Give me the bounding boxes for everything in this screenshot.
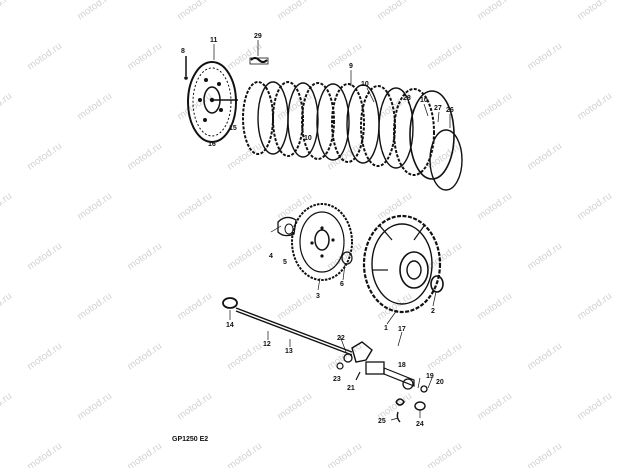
callout-1: 1 bbox=[384, 325, 388, 332]
callout-4: 4 bbox=[269, 253, 273, 260]
push-rod-assembly bbox=[222, 297, 428, 423]
callout-17: 17 bbox=[398, 326, 406, 333]
callout-22: 22 bbox=[337, 335, 345, 342]
watermark-text: motod.ru bbox=[75, 391, 114, 423]
watermark-text: motod.ru bbox=[0, 391, 14, 423]
watermark-text: motod.ru bbox=[475, 391, 514, 423]
watermark-text: motod.ru bbox=[375, 291, 414, 323]
watermark-text: motod.ru bbox=[425, 341, 464, 373]
watermark-text: motod.ru bbox=[25, 41, 64, 73]
watermark-text: motod.ru bbox=[425, 441, 464, 468]
callout-10a: 10 bbox=[361, 81, 369, 88]
callout-29: 29 bbox=[254, 33, 262, 40]
watermark-text: motod.ru bbox=[325, 441, 364, 468]
sleeve-hub-part bbox=[277, 203, 353, 281]
watermark-text: motod.ru bbox=[125, 441, 164, 468]
watermark-text: motod.ru bbox=[525, 241, 564, 273]
watermark-text: motod.ru bbox=[475, 0, 514, 22]
watermark-text: motod.ru bbox=[0, 191, 14, 223]
watermark-text: motod.ru bbox=[75, 291, 114, 323]
callout-20: 20 bbox=[436, 379, 444, 386]
watermark-text: motod.ru bbox=[125, 141, 164, 173]
callout-5: 5 bbox=[283, 259, 287, 266]
watermark-text: motod.ru bbox=[575, 91, 614, 123]
watermark-text: motod.ru bbox=[425, 41, 464, 73]
callout-13: 13 bbox=[285, 348, 293, 355]
callout-23: 23 bbox=[333, 376, 341, 383]
callout-27: 27 bbox=[434, 105, 442, 112]
watermark-text: motod.ru bbox=[175, 191, 214, 223]
callout-24: 24 bbox=[416, 421, 424, 428]
watermark-text: motod.ru bbox=[0, 0, 14, 22]
watermark-text: motod.ru bbox=[75, 191, 114, 223]
watermark-text: motod.ru bbox=[25, 141, 64, 173]
callout-11: 11 bbox=[210, 37, 218, 44]
callout-18: 18 bbox=[398, 362, 406, 369]
clutch-plate-stack bbox=[242, 81, 463, 191]
watermark-text: motod.ru bbox=[125, 241, 164, 273]
callout-10c: 10 bbox=[304, 135, 312, 142]
watermark-text: motod.ru bbox=[525, 41, 564, 73]
watermark-text: motod.ru bbox=[275, 291, 314, 323]
watermark-text: motod.ru bbox=[25, 441, 64, 468]
callout-15: 15 bbox=[229, 125, 237, 132]
watermark-text: motod.ru bbox=[225, 441, 264, 468]
callout-8: 8 bbox=[181, 48, 185, 55]
callout-26: 26 bbox=[446, 107, 454, 114]
callout-28: 28 bbox=[403, 95, 411, 102]
callout-2: 2 bbox=[431, 308, 435, 315]
watermark-text: motod.ru bbox=[375, 0, 414, 22]
watermark-text: motod.ru bbox=[275, 91, 314, 123]
callout-19: 19 bbox=[426, 373, 434, 380]
watermark-text: motod.ru bbox=[525, 341, 564, 373]
callout-21: 21 bbox=[347, 385, 355, 392]
callout-6: 6 bbox=[340, 281, 344, 288]
watermark-text: motod.ru bbox=[475, 191, 514, 223]
watermark-text: motod.ru bbox=[225, 141, 264, 173]
callout-12: 12 bbox=[263, 341, 271, 348]
watermark-text: motod.ru bbox=[575, 191, 614, 223]
clutch-housing-part bbox=[341, 214, 444, 314]
pressure-plate-part bbox=[184, 56, 238, 143]
watermark-text: motod.ru bbox=[475, 91, 514, 123]
callout-14: 14 bbox=[226, 322, 234, 329]
leader-lines bbox=[213, 40, 451, 421]
watermark-text: motod.ru bbox=[525, 141, 564, 173]
watermark-text: motod.ru bbox=[25, 241, 64, 273]
watermark-text: motod.ru bbox=[275, 391, 314, 423]
watermark-text: motod.ru bbox=[575, 391, 614, 423]
callout-3: 3 bbox=[316, 293, 320, 300]
watermark-text: motod.ru bbox=[525, 441, 564, 468]
watermark-text: motod.ru bbox=[75, 0, 114, 22]
watermark-text: motod.ru bbox=[125, 341, 164, 373]
watermark-text: motod.ru bbox=[75, 91, 114, 123]
spring-part bbox=[249, 57, 269, 65]
callout-9: 9 bbox=[349, 63, 353, 70]
watermark-text: motod.ru bbox=[125, 41, 164, 73]
watermark-text: motod.ru bbox=[0, 291, 14, 323]
watermark-text: motod.ru bbox=[575, 0, 614, 22]
watermark-text: motod.ru bbox=[175, 391, 214, 423]
watermark-text: motod.ru bbox=[475, 291, 514, 323]
watermark-text: motod.ru bbox=[175, 0, 214, 22]
watermark-text: motod.ru bbox=[25, 341, 64, 373]
watermark-text: motod.ru bbox=[0, 91, 14, 123]
callouts: 8 11 29 9 10 28 10 27 26 10 15 16 4 5 6 … bbox=[181, 33, 454, 428]
watermark-text: motod.ru bbox=[575, 291, 614, 323]
watermark-text: motod.ru bbox=[225, 341, 264, 373]
watermark-text: motod.ru bbox=[325, 41, 364, 73]
callout-10b: 10 bbox=[420, 97, 428, 104]
watermark-text: motod.ru bbox=[225, 241, 264, 273]
callout-16: 16 bbox=[208, 141, 216, 148]
diagram-code: GP1250 E2 bbox=[172, 436, 208, 443]
callout-25: 25 bbox=[378, 418, 386, 425]
watermark-text: motod.ru bbox=[275, 0, 314, 22]
watermark-text: motod.ru bbox=[175, 291, 214, 323]
